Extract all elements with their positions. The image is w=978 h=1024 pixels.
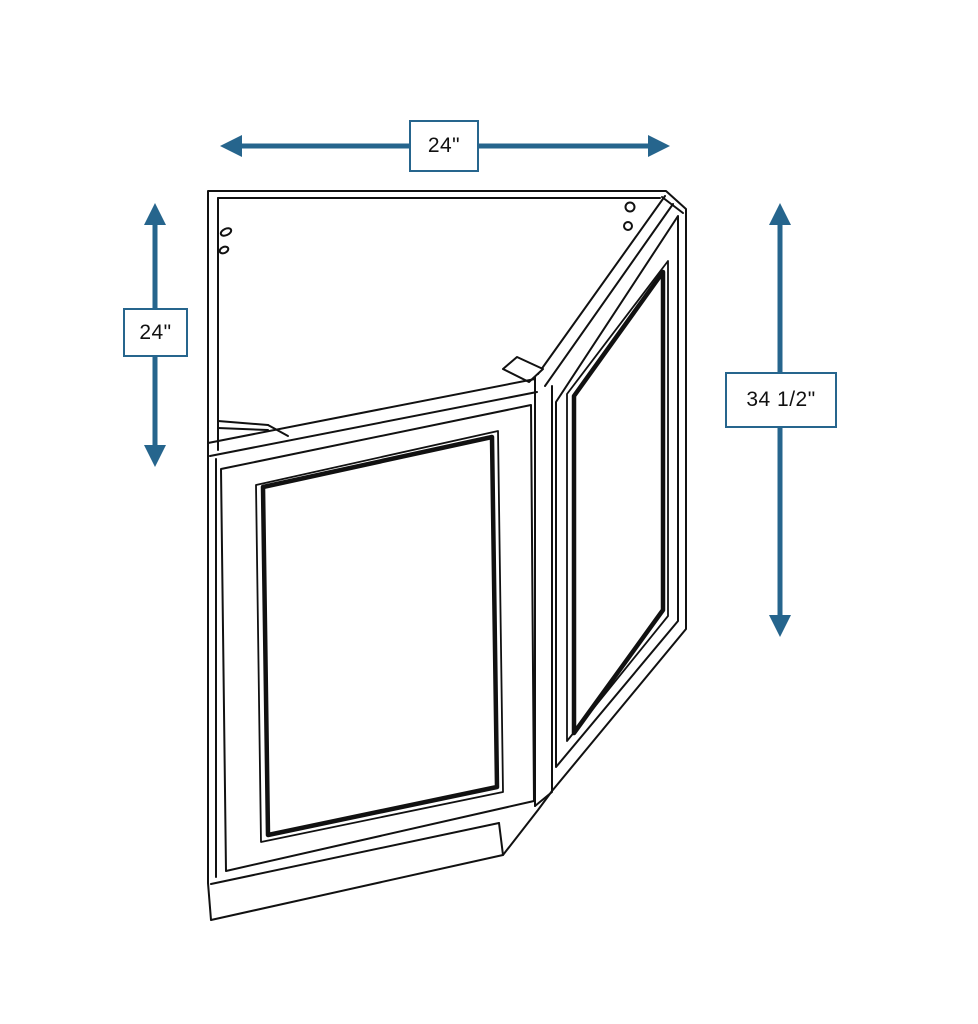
- left-door-inner-bevel: [255, 430, 504, 843]
- cabinet-silhouette: [207, 190, 687, 921]
- screw-hole-icon: [218, 245, 230, 255]
- height-arrow-down-head-icon: [769, 615, 791, 637]
- center-post: [502, 356, 553, 807]
- height-arrow-up-head-icon: [769, 203, 791, 225]
- right-door-slab: [555, 215, 679, 768]
- screw-hole-icon: [219, 227, 233, 237]
- toe-kick: [210, 822, 504, 885]
- width-arrow-left-head-icon: [220, 135, 242, 157]
- right-door-panel: [537, 195, 679, 768]
- depth-arrow-up-head-icon: [144, 203, 166, 225]
- left-door-recessed-panel: [260, 434, 500, 838]
- right-door-inner-bevel: [566, 260, 669, 742]
- depth-dimension-label: 24": [123, 308, 188, 357]
- left-door-panel: [207, 378, 538, 878]
- left-door-slab: [220, 404, 535, 872]
- center-post-cap: [502, 356, 544, 383]
- right-door-recessed-panel: [571, 269, 666, 736]
- width-arrow-right-head-icon: [648, 135, 670, 157]
- interior-shelf-edge: [217, 420, 289, 437]
- depth-arrow-down-head-icon: [144, 445, 166, 467]
- height-dimension-label: 34 1/2": [725, 372, 837, 428]
- screw-hole-icon: [623, 221, 633, 231]
- screw-hole-icon: [624, 201, 636, 213]
- screw-holes: [218, 201, 636, 255]
- width-dimension-label: 24": [409, 120, 479, 172]
